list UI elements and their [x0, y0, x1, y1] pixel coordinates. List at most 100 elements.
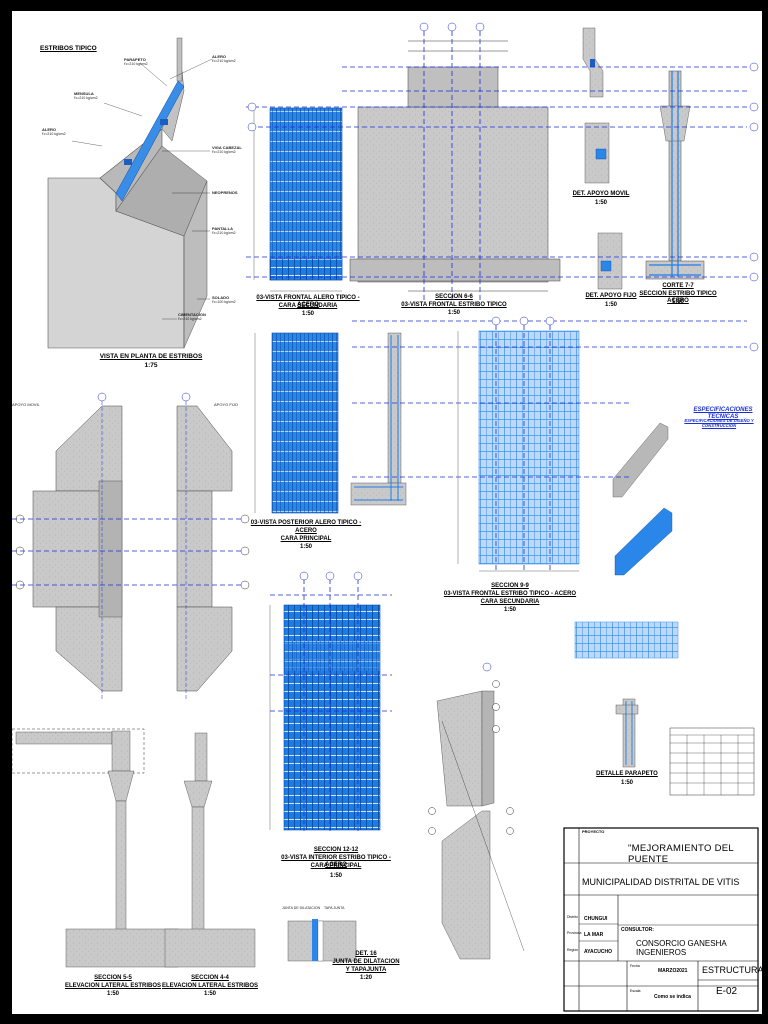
parapeto-title: DETALLE PARAPETO [596, 771, 658, 777]
specs-subtitle: ESPECIFICACIONES DE DISEÑO Y CONSTRUCCIO… [684, 418, 754, 428]
alero-front-scale: 1:50 [301, 311, 314, 317]
callout-alero-top: ALERO [212, 54, 226, 59]
corte77-scale: 1:50 [671, 299, 684, 305]
alero-post-title-2: ACERO [295, 528, 317, 534]
sec44-subtitle: ELEVACION LATERAL ESTRIBOS [161, 983, 258, 989]
sec44-title: SECCION 4-4 [191, 975, 229, 981]
callout-cimentacion-spec: f'c=210 kg/cm2 [178, 317, 202, 321]
support-details [582, 27, 623, 290]
apoyo-fijo-scale: 1:50 [604, 302, 617, 308]
alero-front-view [253, 107, 343, 292]
plan-title: VISTA EN PLANTA DE ESTRIBOS [99, 353, 203, 360]
alero-post-title: 03-VISTA POSTERIOR ALERO TIPICO - [250, 520, 362, 526]
sec66-scale: 1:50 [447, 310, 460, 316]
sec1212-face: CARA PRINCIPAL [310, 863, 362, 869]
entity-name: MUNICIPALIDAD DISTRITAL DE VITIS [582, 877, 740, 887]
callout-pantalla-spec: f'c=210 kg/cm2 [212, 231, 236, 235]
sec99-title: SECCION 9-9 [491, 583, 529, 589]
callout-viga-cabezal-spec: f'c=210 kg/cm2 [212, 150, 236, 154]
sec99-scale: 1:50 [503, 607, 516, 613]
distrito-value: CHUNGUI [584, 916, 608, 922]
specs-title: ESPECIFICACIONES TECNICAS [693, 407, 753, 420]
sec1212-scale: 1:50 [329, 873, 342, 879]
title-block-frame [563, 827, 759, 1012]
section-5-5 [12, 728, 179, 968]
plan-left-label: APOYO MOVIL [12, 402, 40, 407]
callout-viga-cabezal: VIGA CABEZAL [212, 145, 242, 150]
callout-alero-top-spec: f'c=210 kg/cm2 [212, 59, 236, 63]
drawing-canvas [12, 22, 759, 1012]
det16-note-tapajunta: TAPA JUNTA [324, 906, 345, 910]
callout-cimentacion: CIMENTACION [178, 312, 206, 317]
callout-pantalla: PANTALLA [212, 226, 233, 231]
sec44-scale: 1:50 [203, 991, 216, 997]
det16-scale: 1:20 [359, 975, 372, 981]
callout-mensula: MENSULA [74, 91, 94, 96]
region-value: AYACUCHO [584, 949, 612, 955]
det16-subtitle-2: Y TAPAJUNTA [345, 967, 387, 973]
specs-table [669, 727, 755, 796]
alero-front-title: 03-VISTA FRONTAL ALERO TIPICO - ACERO [256, 295, 360, 308]
alero-front-subtitle: CARA SECUNDARIA [278, 303, 338, 309]
diagonal-plan-view [428, 662, 525, 960]
plan-right-label: APOYO FIJO [214, 402, 239, 407]
callout-neoprenos: NEOPRENOS [212, 190, 238, 195]
plan-scale: 1:75 [144, 362, 158, 369]
sec66-subtitle: 03-VISTA FRONTAL ESTRIBO TIPICO [401, 302, 507, 308]
sec55-subtitle: ELEVACION LATERAL ESTRIBOS [64, 983, 161, 989]
alero-posterior-view [254, 332, 407, 514]
callout-parapeto: PARAPETO [124, 57, 146, 62]
proyecto-label: PROYECTO [582, 829, 605, 834]
consultor-label: CONSULTOR: [621, 927, 654, 933]
escala-label: Escala [630, 989, 641, 993]
sec55-title: SECCION 5-5 [94, 975, 132, 981]
provincia-label: Provincia [567, 931, 582, 935]
det16-note-junta: JUNTA DE DILATACION [282, 906, 321, 910]
section-12-12 [269, 604, 381, 831]
callout-mensula-spec: f'c=210 kg/cm2 [74, 96, 98, 100]
sec66-title: SECCION 6-6 [435, 294, 473, 300]
det16-title: DET. 16 [355, 951, 377, 957]
alero-post-subtitle: CARA PRINCIPAL [280, 536, 332, 542]
fecha-value: MARZO2021 [658, 968, 688, 974]
distrito-label: Distrito [567, 915, 578, 919]
grid-bubbles [247, 22, 759, 581]
consultor-name: CONSORCIO GANESHA INGENIEROS [636, 939, 727, 957]
plan-view [15, 392, 250, 701]
det16-subtitle: JUNTA DE DILATACION [332, 959, 400, 965]
lamina-number: E-02 [716, 986, 738, 997]
fecha-label: Fecha [630, 964, 640, 968]
sec99-subtitle: 03-VISTA FRONTAL ESTRIBO TIPICO - ACERO [443, 591, 577, 597]
corte77-title: CORTE 7-7 [662, 283, 694, 289]
drawing-sheet: ESTRIBOS TIPICO PARAPETO f'c=210 kg/cm2 … [12, 11, 762, 1014]
callout-solado: SOLADO [212, 295, 230, 300]
section-9-9 [457, 330, 580, 572]
detail-16 [287, 919, 357, 962]
callout-alero-left: ALERO [42, 127, 56, 132]
apoyo-movil-title: DET. APOYO MOVIL [572, 191, 630, 197]
apoyo-movil-scale: 1:50 [594, 200, 607, 206]
apoyo-fijo-title: DET. APOYO FIJO [585, 293, 637, 299]
proyecto-name: "MEJORAMIENTO DEL PUENTE [628, 843, 734, 865]
specs-sketches [574, 422, 679, 768]
callout-solado-spec: f'c=100 kg/cm2 [212, 300, 236, 304]
region-label: Región [567, 948, 579, 952]
corte77-subtitle: SECCION ESTRIBO TIPICO ACERO [639, 291, 717, 304]
section-6-6 [349, 40, 561, 292]
sec55-scale: 1:50 [106, 991, 119, 997]
parapeto-scale: 1:50 [620, 780, 633, 786]
especialidad: ESTRUCTURAS [702, 965, 762, 975]
callout-parapeto-spec: f'c=210 kg/cm2 [124, 62, 148, 66]
section-4-4 [164, 732, 256, 968]
provincia-value: LA MAR [584, 932, 604, 938]
isometric-title: ESTRIBOS TIPICO [40, 45, 97, 52]
sec1212-subtitle: 03-VISTA INTERIOR ESTRIBO TIPICO - ACERO [281, 855, 391, 868]
alero-post-scale: 1:50 [299, 544, 312, 550]
callout-alero-left-spec: f'c=210 kg/cm2 [42, 132, 66, 136]
section-7-7 [645, 70, 705, 280]
isometric-view [47, 37, 213, 349]
grid-axis-lines [12, 31, 747, 831]
escala-value: Como se indica [654, 994, 691, 1000]
sec99-face: CARA SECUNDARIA [480, 599, 540, 605]
sec1212-title: SECCION 12-12 [313, 847, 359, 853]
